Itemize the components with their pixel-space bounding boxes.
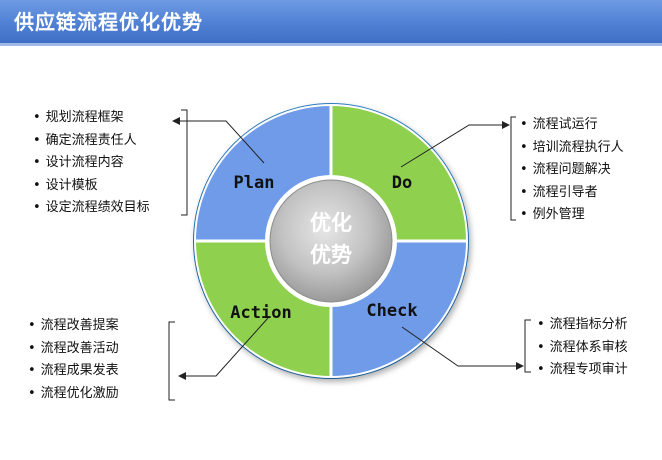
list-item: 流程优化激励 bbox=[28, 383, 119, 406]
check-task-list: 流程指标分析 流程体系审核 流程专项审计 bbox=[537, 314, 628, 382]
list-item: 确定流程责任人 bbox=[33, 130, 150, 153]
list-item: 例外管理 bbox=[520, 204, 624, 227]
plan-list-bracket bbox=[181, 109, 188, 216]
center-label-line1: 优化 bbox=[310, 211, 352, 235]
title-bar: 供应链流程优化优势 bbox=[0, 0, 662, 43]
do-arrowhead bbox=[502, 121, 510, 129]
list-item: 流程指标分析 bbox=[537, 314, 628, 337]
check-label: Check bbox=[366, 301, 417, 321]
action-label: Action bbox=[230, 303, 291, 323]
do-label: Do bbox=[392, 173, 412, 193]
plan-task-list: 规划流程框架 确定流程责任人 设计流程内容 设计模板 设定流程绩效目标 bbox=[33, 107, 150, 220]
do-connector-line bbox=[400, 124, 504, 168]
do-task-list: 流程试运行 培训流程执行人 流程问题解决 流程引导者 例外管理 bbox=[520, 114, 624, 227]
plan-arrowhead bbox=[172, 117, 180, 125]
list-item: 流程改善活动 bbox=[28, 338, 119, 361]
list-item: 流程成果发表 bbox=[28, 360, 119, 383]
list-item: 流程问题解决 bbox=[520, 159, 624, 182]
check-arrowhead bbox=[516, 362, 524, 370]
list-item: 设定流程绩效目标 bbox=[33, 197, 150, 220]
list-item: 设计模板 bbox=[33, 175, 150, 198]
action-list-bracket bbox=[168, 321, 175, 401]
list-item: 流程体系审核 bbox=[537, 337, 628, 360]
list-item: 流程引导者 bbox=[520, 182, 624, 205]
action-connector-line bbox=[182, 317, 269, 377]
center-disc bbox=[269, 179, 393, 303]
plan-connector-line bbox=[174, 120, 265, 164]
list-item: 流程专项审计 bbox=[537, 359, 628, 382]
list-item: 设计流程内容 bbox=[33, 152, 150, 175]
center-label-line2: 优势 bbox=[310, 243, 352, 267]
title-divider bbox=[0, 43, 662, 46]
action-arrowhead bbox=[178, 372, 186, 380]
check-connector-line bbox=[401, 326, 518, 367]
do-list-bracket bbox=[510, 116, 516, 221]
list-item: 流程试运行 bbox=[520, 114, 624, 137]
page-title: 供应链流程优化优势 bbox=[14, 10, 203, 34]
plan-label: Plan bbox=[234, 173, 275, 193]
list-item: 规划流程框架 bbox=[33, 107, 150, 130]
check-list-bracket bbox=[524, 319, 531, 373]
list-item: 流程改善提案 bbox=[28, 315, 119, 338]
action-task-list: 流程改善提案 流程改善活动 流程成果发表 流程优化激励 bbox=[28, 315, 119, 405]
list-item: 培训流程执行人 bbox=[520, 137, 624, 160]
